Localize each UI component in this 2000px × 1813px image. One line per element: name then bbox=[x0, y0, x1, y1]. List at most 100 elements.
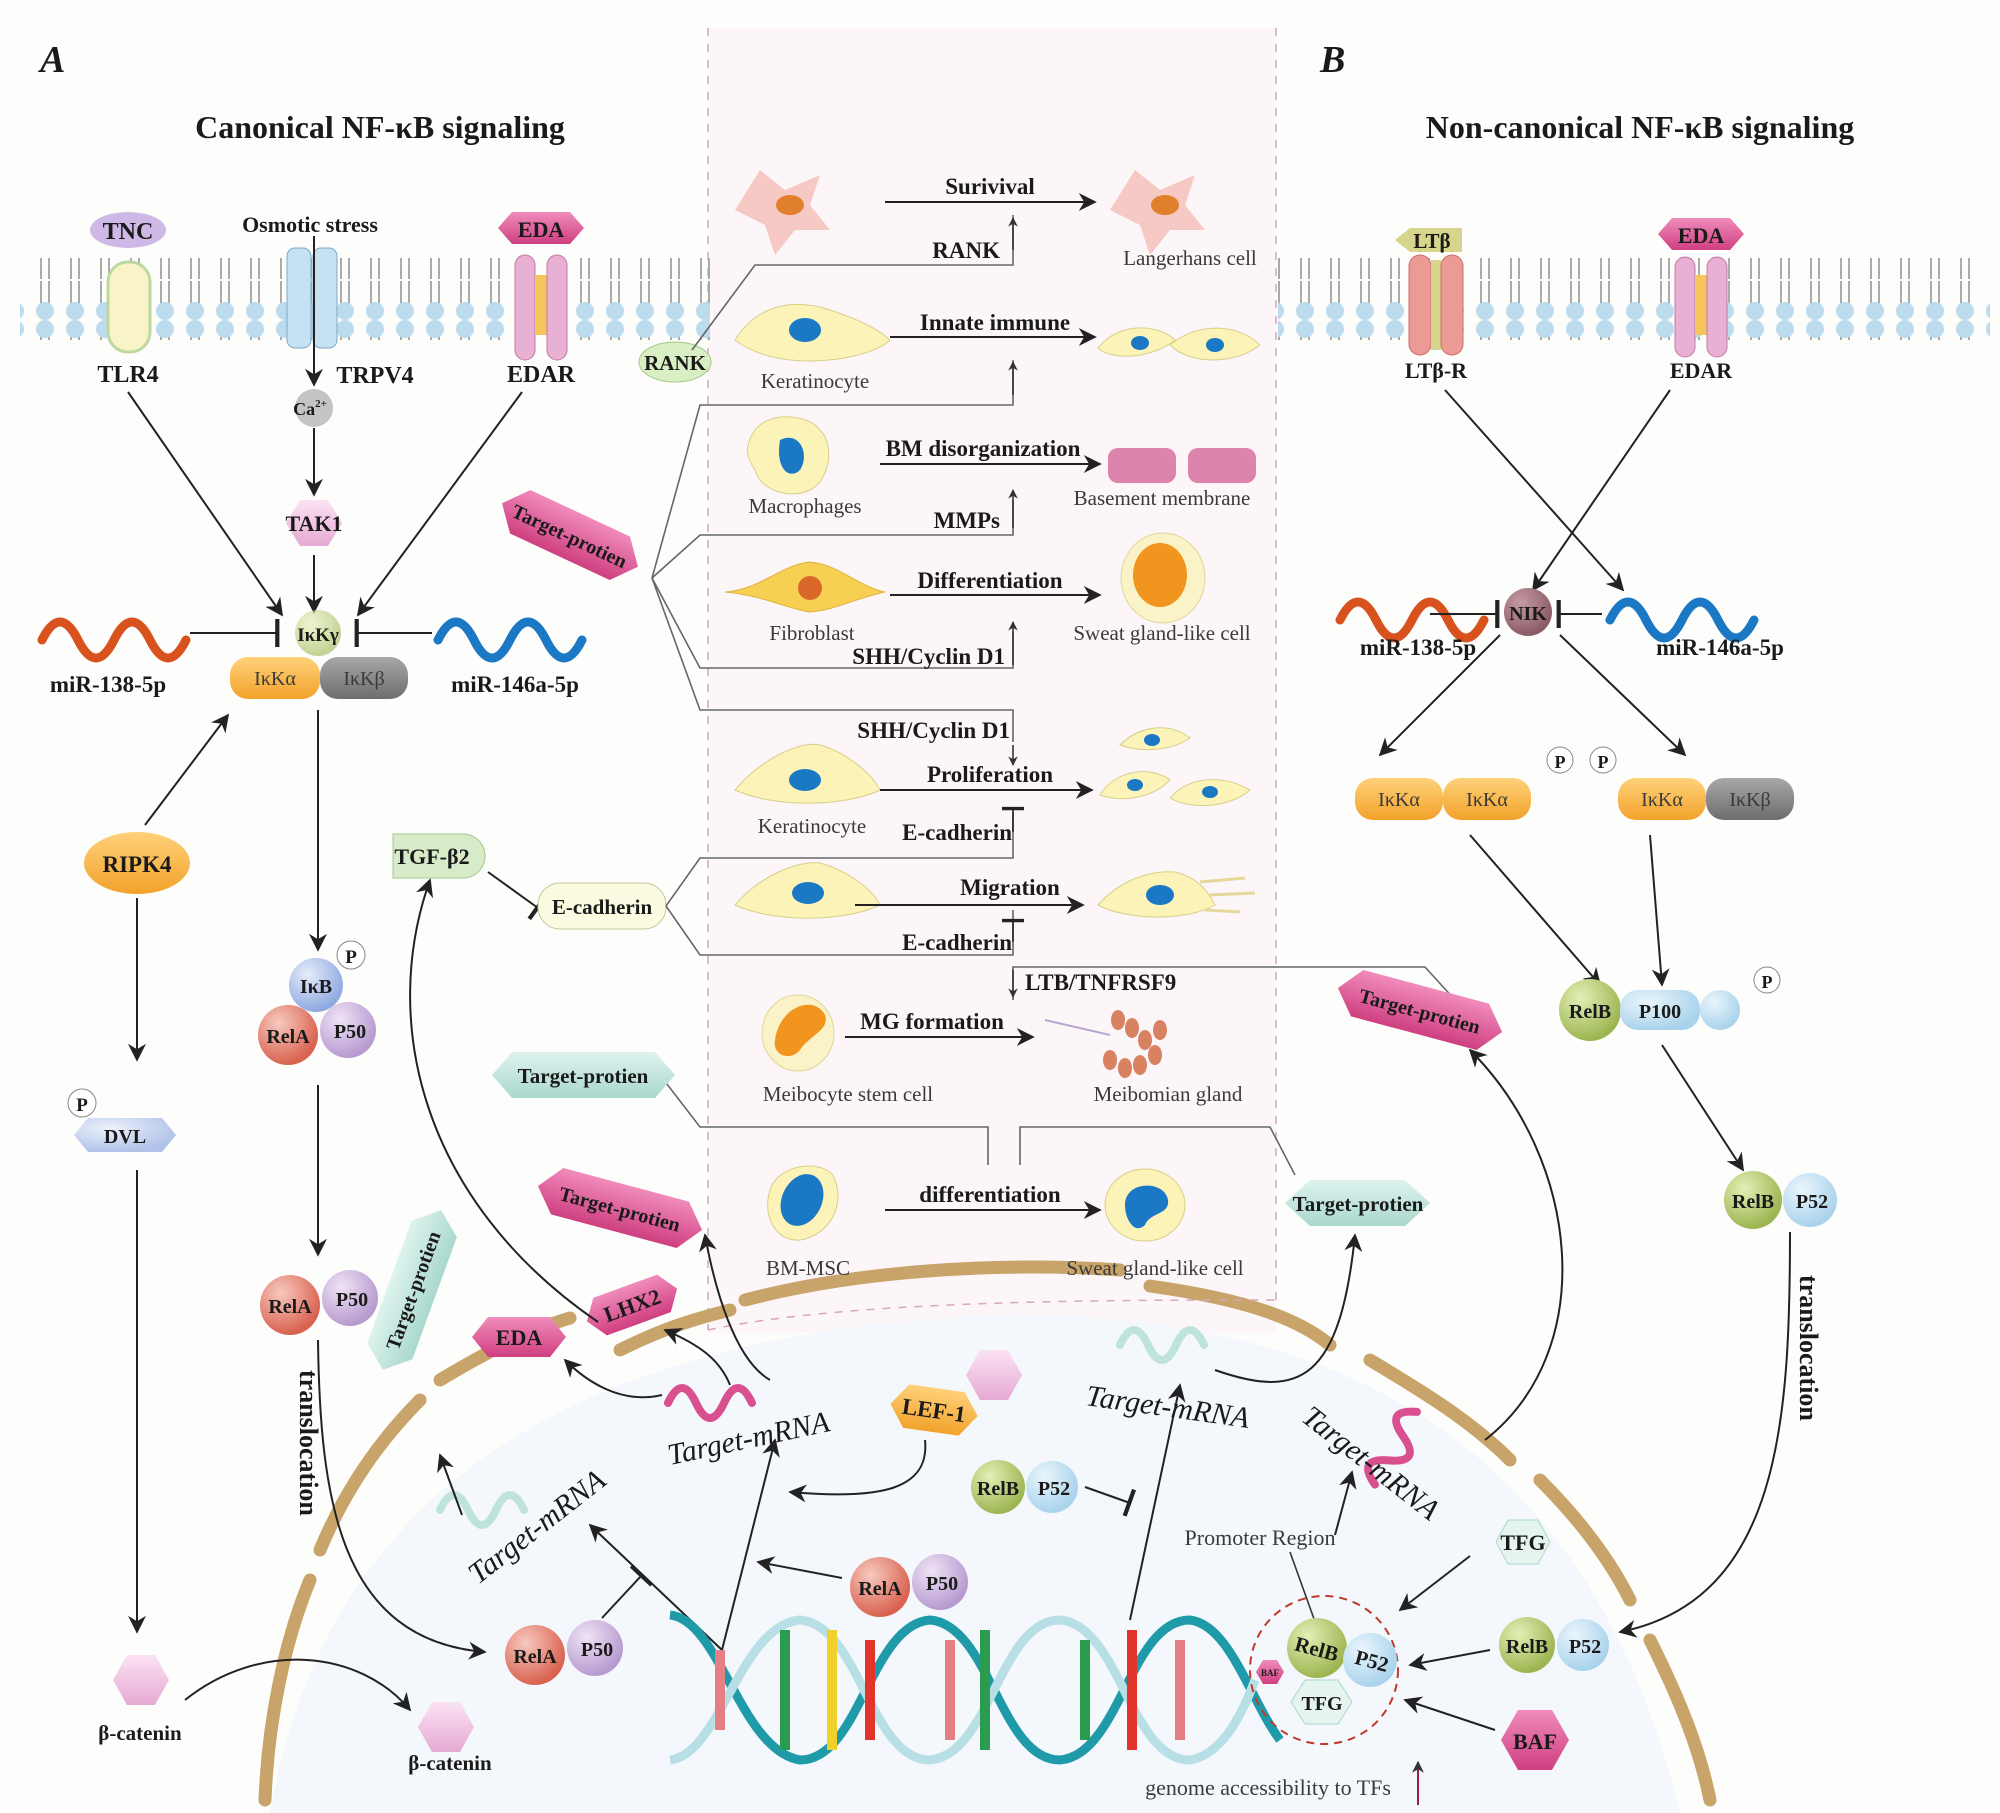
panel-b-letter: B bbox=[1319, 39, 1345, 81]
baf-bound-node bbox=[1256, 1660, 1284, 1684]
effect-source-label: Meibocyte stem cell bbox=[763, 1082, 933, 1106]
p50-label-2: P50 bbox=[336, 1289, 368, 1311]
p52-node-nuc-2 bbox=[1343, 1633, 1397, 1687]
effect-source-label: Fibroblast bbox=[769, 621, 854, 645]
dvl-node bbox=[74, 1118, 176, 1152]
edar-receptor-a bbox=[546, 254, 568, 361]
phospho-p100: P bbox=[1762, 972, 1773, 992]
relb-label-1: RelB bbox=[1569, 1001, 1611, 1023]
eda-output-label: EDA bbox=[496, 1325, 543, 1350]
edar-label-b: EDAR bbox=[1670, 358, 1733, 383]
target-mrna-pink-2 bbox=[1364, 1407, 1421, 1489]
ltb-ligand bbox=[1395, 228, 1462, 252]
eda-label-b: EDA bbox=[1678, 223, 1725, 248]
effect-migration: Migration E-cadherin bbox=[734, 862, 1256, 955]
effect-target-label: Sweat gland-like cell bbox=[1073, 621, 1250, 645]
tak1-label: TAK1 bbox=[285, 511, 342, 536]
beta-catenin-nucleus-node bbox=[966, 1350, 1022, 1400]
effect-mediator-label-2: E-cadherin bbox=[902, 820, 1012, 845]
ikk-beta-node-a bbox=[320, 657, 408, 699]
ltbr-label: LTβ-R bbox=[1405, 358, 1468, 383]
rela-label-3: RelA bbox=[513, 1646, 557, 1668]
effect-target-label: Meibomian gland bbox=[1094, 1082, 1243, 1106]
ripk4-label: RIPK4 bbox=[103, 852, 173, 877]
promoter-binding-region bbox=[1249, 1595, 1399, 1745]
p100-node bbox=[1620, 990, 1700, 1030]
mir138-strand-a bbox=[37, 617, 191, 663]
target-mrna-teal-2 bbox=[1116, 1326, 1208, 1364]
ikk-alpha-label-b2: IκKα bbox=[1466, 789, 1508, 811]
nuclear-envelope bbox=[258, 1260, 1717, 1807]
relb-node-nuc-1 bbox=[971, 1460, 1025, 1514]
ltbr-receptor bbox=[1440, 254, 1464, 356]
target-protein-pink-1: Target-protien bbox=[502, 490, 638, 580]
ikk-alpha-node-b1 bbox=[1355, 778, 1443, 820]
relb-node-2 bbox=[1724, 1171, 1782, 1229]
p50-node-4 bbox=[912, 1554, 968, 1610]
relb-label-2: RelB bbox=[1732, 1191, 1774, 1213]
tfg-node bbox=[1495, 1519, 1551, 1565]
svg-text:Ca2+: Ca2+ bbox=[293, 398, 327, 419]
calcium-ion bbox=[295, 389, 333, 427]
target-mrna-pink-1 bbox=[664, 1384, 756, 1422]
target-protein-pink-2: Target-protien bbox=[537, 1167, 703, 1249]
ikb-node bbox=[289, 958, 343, 1012]
mir146-label-b: miR-146a-5p bbox=[1656, 635, 1784, 660]
rela-node-2 bbox=[260, 1275, 320, 1335]
dvl-label: DVL bbox=[104, 1126, 146, 1148]
tak1-node bbox=[286, 500, 342, 546]
tgf-beta2-node bbox=[392, 833, 486, 879]
ikk-alpha-label-b3: IκKα bbox=[1641, 789, 1683, 811]
effect-process-label: Innate immune bbox=[920, 310, 1070, 335]
ikk-gamma-label: IκKγ bbox=[297, 625, 339, 646]
ikk-gamma-node bbox=[295, 610, 341, 656]
panel-a-title: Canonical NF-κB signaling bbox=[195, 109, 565, 145]
phospho-ikb: P bbox=[345, 947, 357, 968]
effect-source-label: Keratinocyte bbox=[758, 814, 866, 838]
phospho-ikk-b2: P bbox=[1598, 752, 1609, 772]
ikk-beta-node-b bbox=[1706, 778, 1794, 820]
genome-accessibility-label: genome accessibility to TFs bbox=[1145, 1775, 1391, 1800]
effect-process-label: Surivival bbox=[945, 174, 1034, 199]
effect-source-label: BM-MSC bbox=[766, 1256, 850, 1280]
effect-mediator-label: E-cadherin bbox=[902, 930, 1012, 955]
osmotic-stress-label: Osmotic stress bbox=[242, 212, 378, 237]
mir138-strand-b bbox=[1335, 597, 1489, 643]
relb-node-1 bbox=[1559, 979, 1621, 1041]
baf-bound-label: BAF bbox=[1261, 1668, 1280, 1678]
effect-mediator-label: RANK bbox=[932, 238, 1000, 263]
rank-receptor bbox=[638, 341, 712, 383]
mir146-label-a: miR-146a-5p bbox=[451, 672, 579, 697]
tfg-bound-node bbox=[1290, 1679, 1353, 1725]
effect-source-label: Macrophages bbox=[748, 494, 861, 518]
effect-bm-msc-differentiation: BM-MSC differentiation Sweat gland-like … bbox=[766, 1165, 1244, 1280]
ikk-alpha-label-b1: IκKα bbox=[1378, 789, 1420, 811]
mir146-strand-a bbox=[433, 617, 587, 663]
promoter-region-label: Promoter Region bbox=[1185, 1525, 1336, 1550]
tnc-label: TNC bbox=[103, 219, 154, 245]
relb-node-nuc-3 bbox=[1499, 1617, 1555, 1673]
effect-process-label: Differentiation bbox=[917, 568, 1062, 593]
p52-label-nuc-3: P52 bbox=[1569, 1636, 1601, 1658]
cell-membrane-b bbox=[1278, 258, 1990, 340]
effect-target-label: Basement membrane bbox=[1074, 486, 1251, 510]
p52-label-1: P52 bbox=[1796, 1191, 1828, 1213]
effect-survival: Surivival RANK Langerhans cell bbox=[735, 170, 1257, 270]
eda-label-a: EDA bbox=[518, 217, 565, 242]
rank-label: RANK bbox=[644, 351, 706, 375]
p100-domain bbox=[1700, 990, 1740, 1030]
nik-label: NIK bbox=[1509, 603, 1547, 625]
eda-ligand-a bbox=[498, 212, 584, 244]
target-protein-label-2: Target-protien bbox=[518, 1064, 649, 1088]
effect-process-label: Migration bbox=[960, 875, 1060, 900]
eda-output-node bbox=[472, 1317, 566, 1357]
effect-mediator-label: SHH/Cyclin D1 bbox=[852, 644, 1005, 669]
effects-panel bbox=[708, 28, 1276, 1333]
baf-node bbox=[1501, 1710, 1569, 1770]
eda-ligand-b bbox=[1658, 218, 1744, 250]
edar-receptor-b bbox=[1706, 256, 1728, 358]
rela-label-1: RelA bbox=[266, 1026, 310, 1048]
lef1-node bbox=[890, 1384, 978, 1436]
effect-process-label: MG formation bbox=[860, 1009, 1004, 1034]
ikb-label: IκB bbox=[300, 976, 332, 998]
